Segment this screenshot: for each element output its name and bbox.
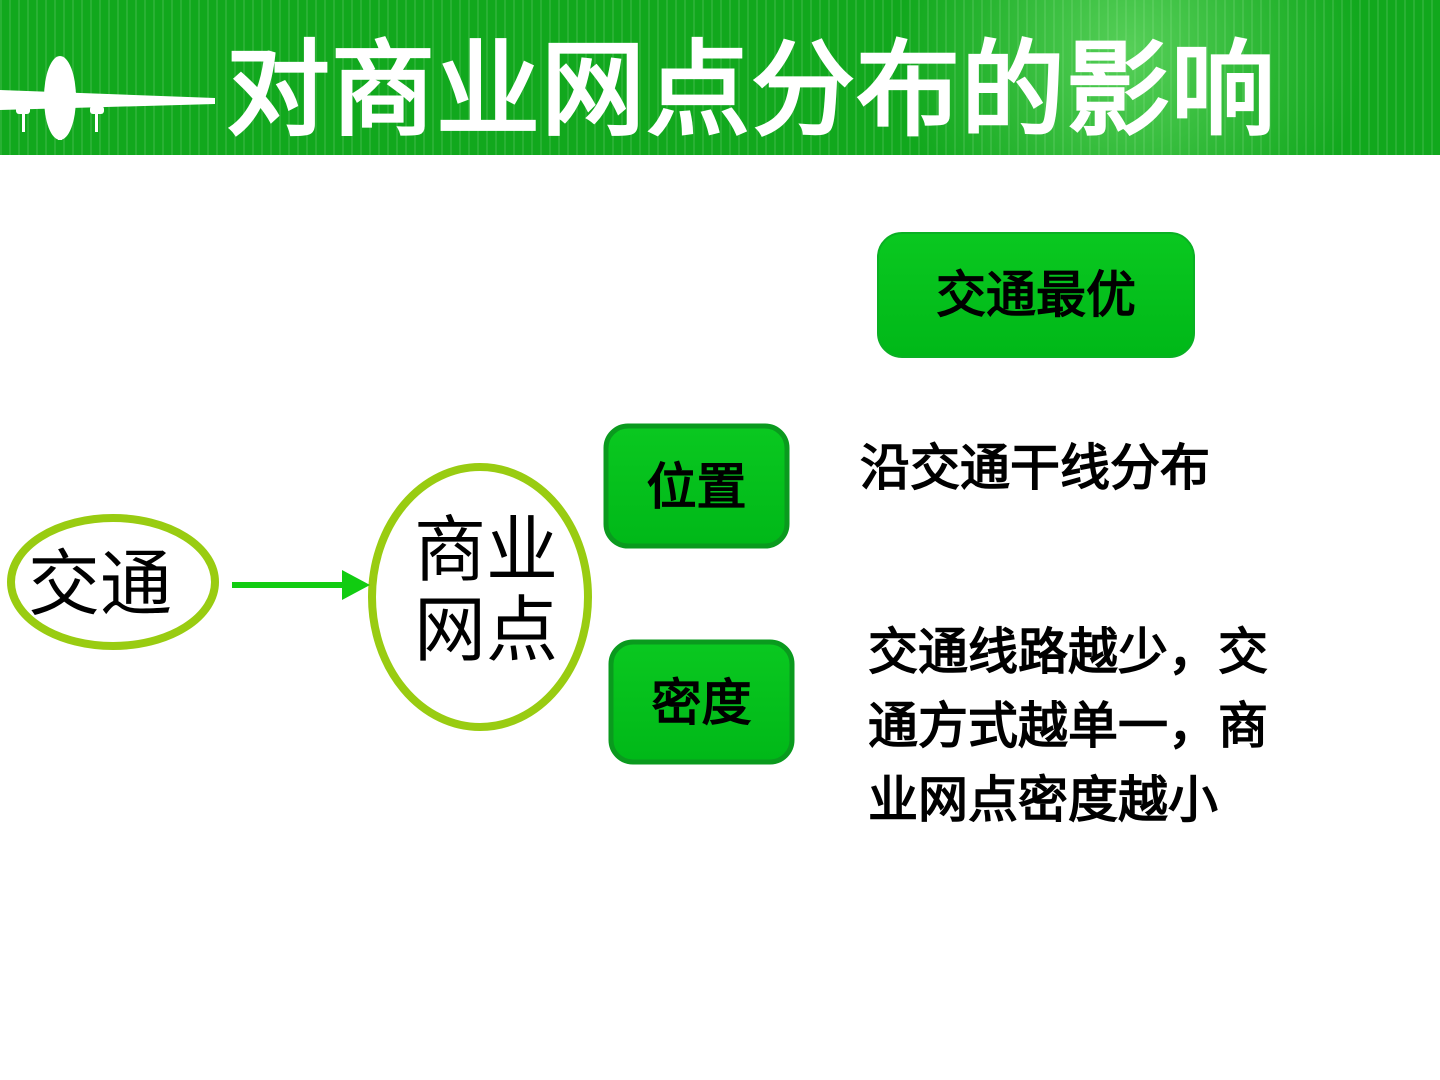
arrow-head: [342, 570, 370, 600]
airplane-icon: [0, 56, 215, 140]
traffic-ellipse: [7, 514, 219, 650]
box-best-label: 交通最优: [936, 265, 1136, 324]
title-banner: 对商业网点分布的影响: [0, 0, 1440, 155]
node-traffic-label: 交通: [28, 542, 173, 626]
page-title: 对商业网点分布的影响: [226, 29, 1277, 151]
box-position-shape: [603, 423, 790, 549]
box-density-label: 密度: [651, 673, 752, 732]
density-description-line-2: 通方式越单一，商: [868, 696, 1268, 755]
density-description-line-3: 业网点密度越小: [868, 770, 1218, 829]
box-best-shape: [877, 232, 1195, 358]
banner-glow: [870, 0, 1390, 155]
node-business-label-2: 网点: [414, 588, 559, 672]
box-position-label: 位置: [646, 457, 747, 516]
position-description: 沿交通干线分布: [860, 438, 1210, 497]
density-description-line-1: 交通线路越少，交: [868, 622, 1268, 681]
node-business-label-1: 商业: [414, 508, 559, 592]
business-ellipse: [368, 463, 592, 731]
box-density-shape: [608, 639, 795, 765]
